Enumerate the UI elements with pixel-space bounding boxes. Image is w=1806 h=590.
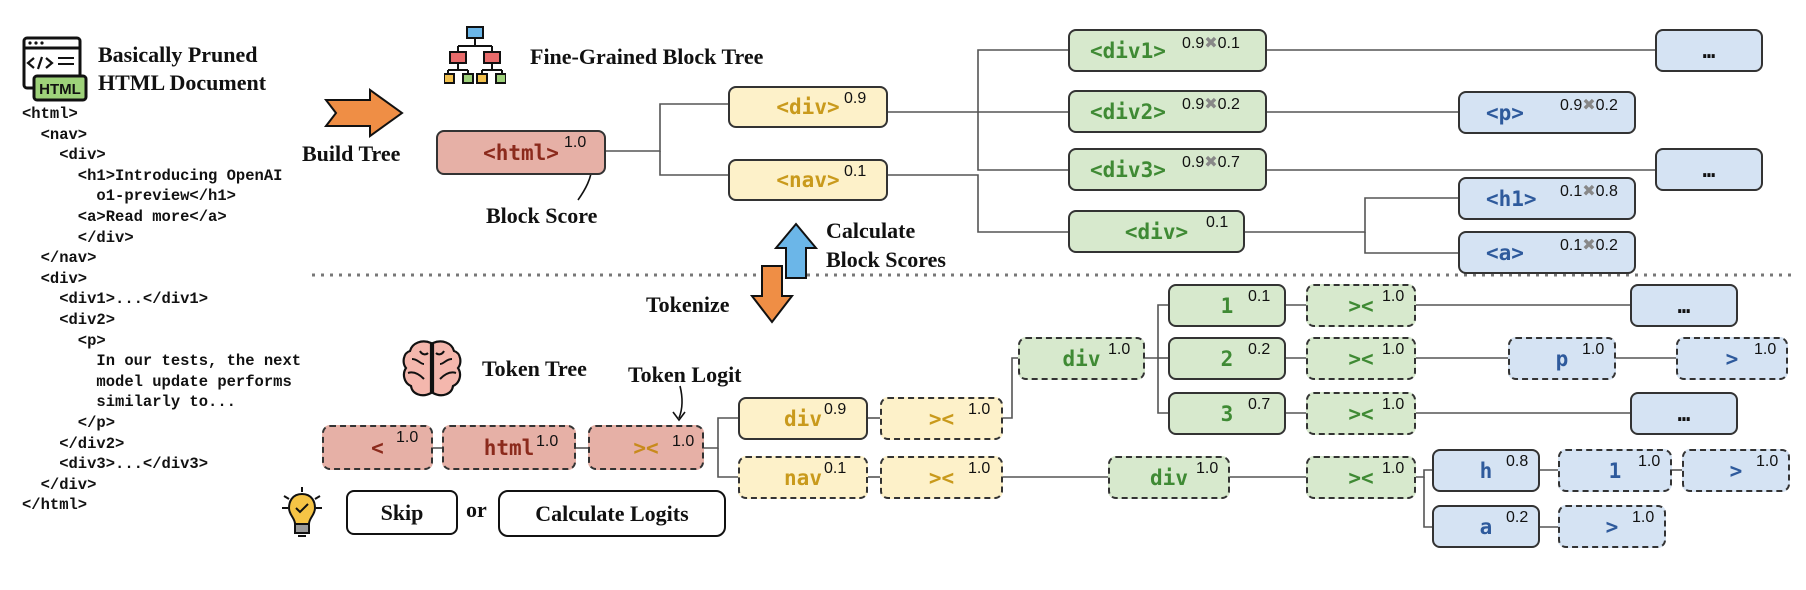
code-line: <a>Read more</a>: [22, 207, 227, 226]
block-node-p: <p>0.9✖0.2: [1458, 91, 1636, 134]
or-label: or: [466, 497, 487, 522]
code-line: </div2>: [22, 434, 125, 453]
code-line: In our tests, the next: [22, 352, 302, 371]
code-line: <div1>...</div1>: [22, 290, 209, 309]
token-node-lt: <1.0: [322, 425, 433, 470]
token-node-gt-1: ><1.0: [1306, 284, 1416, 327]
code-line: <div>: [22, 269, 88, 288]
brain-icon: [402, 340, 462, 397]
block-node-html: <html>1.0: [436, 130, 606, 175]
calculate-label-line2: Block Scores: [826, 247, 946, 272]
token-node-gt-p: >1.0: [1676, 337, 1788, 380]
calc-tokenize-arrows-icon: [749, 222, 818, 324]
code-line: <div2>: [22, 310, 116, 329]
block-node-ellipsis-2: …: [1655, 148, 1763, 191]
fine-grained-label: Fine-Grained Block Tree: [530, 44, 764, 69]
token-node-gt-3: ><1.0: [1306, 392, 1416, 435]
code-line: <div3>...</div3>: [22, 455, 209, 474]
token-logit-label: Token Logit: [628, 362, 742, 387]
block-node-div2: <div2>0.9✖0.2: [1068, 90, 1267, 133]
build-tree-label: Build Tree: [302, 141, 401, 166]
html-document-icon: HTML: [22, 36, 88, 102]
block-node-div3: <div3>0.9✖0.7: [1068, 148, 1267, 191]
block-node-div: <div>0.9: [728, 86, 888, 128]
code-line: </nav>: [22, 249, 97, 268]
code-line: </html>: [22, 496, 88, 515]
code-line: </p>: [22, 413, 116, 432]
token-node-gt-2: ><1.0: [1306, 337, 1416, 380]
token-node-gt-a: >1.0: [1558, 505, 1666, 548]
code-line: model update performs: [22, 372, 292, 391]
token-logit-pointer: [678, 385, 683, 419]
code-line: <p>: [22, 331, 106, 350]
token-node-gt-h: >1.0: [1682, 449, 1790, 492]
block-score-label: Block Score: [486, 203, 598, 228]
token-node-gt-div-lower: ><1.0: [1306, 456, 1416, 499]
code-line: <div>: [22, 146, 106, 165]
doc-title-line1: Basically Pruned: [98, 42, 258, 67]
svg-text:HTML: HTML: [39, 81, 81, 98]
code-line: similarly to...: [22, 393, 236, 412]
lightbulb-icon: [282, 487, 322, 537]
token-node-gt-html: ><1.0: [588, 425, 704, 470]
tokenize-label: Tokenize: [646, 292, 730, 317]
code-line: o1-preview</h1>: [22, 187, 236, 206]
code-line: <html>: [22, 105, 78, 123]
block-node-div1: <div1>0.9✖0.1: [1068, 29, 1267, 72]
token-node-ellipsis-3: …: [1630, 392, 1738, 435]
code-line: </div>: [22, 475, 97, 494]
code-line: <nav>: [22, 125, 88, 144]
token-node-ellipsis-1: …: [1630, 284, 1738, 327]
token-tree-label: Token Tree: [482, 356, 587, 381]
block-node-a: <a>0.1✖0.2: [1458, 231, 1636, 274]
block-node-h1: <h1>0.1✖0.8: [1458, 177, 1636, 220]
code-line: <h1>Introducing OpenAI: [22, 166, 283, 185]
block-node-div-nav: <div>0.1: [1068, 210, 1245, 253]
html-code-listing: <html> <nav> <div> <h1>Introducing OpenA…: [22, 104, 301, 516]
block-node-nav: <nav>0.1: [728, 159, 888, 201]
build-tree-arrow-icon: [323, 88, 404, 138]
skip-button[interactable]: Skip: [346, 490, 458, 535]
token-node-gt-nav: ><1.0: [880, 456, 1003, 499]
block-node-ellipsis-1: …: [1655, 29, 1763, 72]
hierarchy-icon: [444, 26, 506, 84]
calculate-logits-button[interactable]: Calculate Logits: [498, 490, 726, 537]
doc-title-line2: HTML Document: [98, 70, 267, 95]
calculate-label-line1: Calculate: [826, 218, 916, 243]
token-node-gt-div: ><1.0: [880, 397, 1003, 440]
code-line: </div>: [22, 228, 134, 247]
